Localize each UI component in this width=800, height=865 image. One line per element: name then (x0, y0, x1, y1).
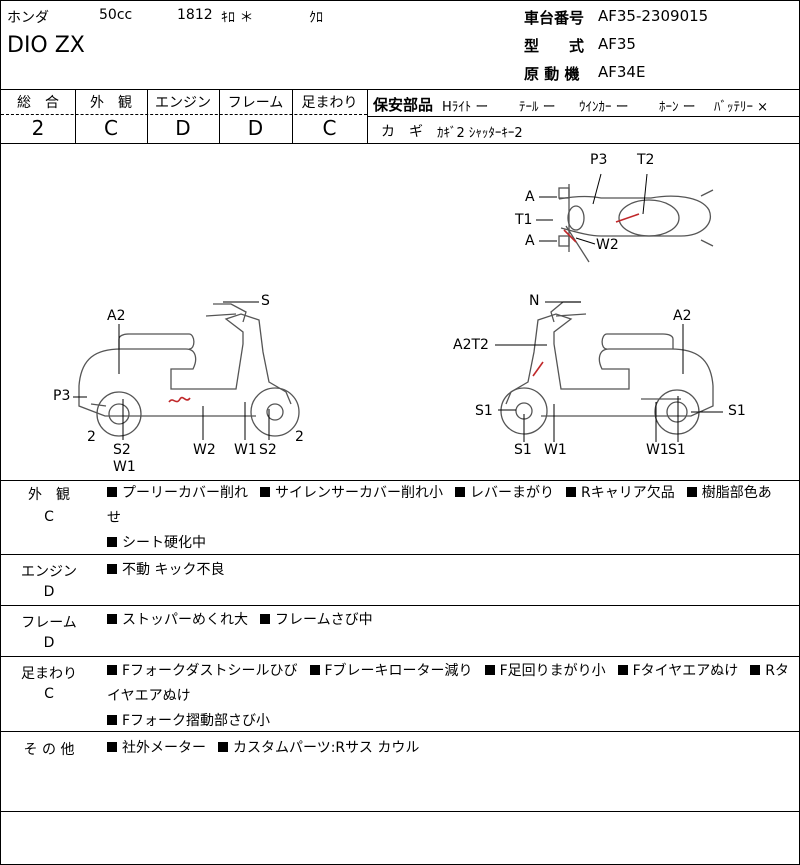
label-right-a2t2: A2T2 (453, 337, 489, 353)
safety-parts-label: 保安部品 (373, 96, 434, 114)
label-left-s: S (261, 293, 270, 309)
grade-value-suspension: C (322, 116, 337, 140)
label-left-a2: A2 (107, 308, 126, 324)
grade-value-engine: D (175, 116, 191, 140)
section-engine-items: 不動 キック不良 (107, 558, 797, 583)
label-left-2-right: 2 (295, 429, 304, 445)
top-view-scooter (558, 184, 714, 263)
frame-number-label: 車台番号 (524, 9, 585, 27)
grade-header-exterior: 外 観 (90, 95, 132, 111)
label-top-a-lower: A (525, 233, 535, 249)
label-top-t2: T2 (637, 152, 655, 168)
label-right-s1-left: S1 (475, 403, 493, 419)
label-left-w1-right: W1 (234, 442, 257, 458)
label-left-p3: P3 (53, 388, 71, 404)
frame-number-value: AF35-2309015 (598, 7, 709, 25)
list-item: Fブレーキローター減り (309, 663, 473, 679)
list-item: Fフォークダストシールひび (107, 663, 298, 679)
list-item: Rキャリア欠品 (566, 485, 675, 501)
label-left-2: 2 (87, 429, 96, 445)
color: ｸﾛ (309, 10, 323, 26)
label-right-w1-right: W1 (646, 442, 669, 458)
section-other-label: そ の 他 (23, 742, 75, 758)
section-frame-grade: D (43, 635, 55, 651)
damage-diagram (73, 173, 723, 442)
label-left-s2-right: S2 (259, 442, 277, 458)
label-right-w1-left: W1 (544, 442, 567, 458)
list-item: Rタイヤエアぬけ (107, 663, 789, 704)
grade-header-frame: フレーム (227, 95, 284, 111)
engine-model-value: AF34E (598, 63, 646, 81)
section-exterior-grade: C (44, 509, 54, 525)
list-item: Fタイヤエアぬけ (617, 663, 738, 679)
list-item: フレームさび中 (260, 612, 373, 628)
list-item: F足回りまがり小 (484, 663, 606, 679)
list-item: 樹脂部色あせ (107, 485, 772, 526)
section-suspension-items: Fフォークダストシールひび Fブレーキローター減り F足回りまがり小 Fタイヤエアぬけ… (107, 659, 797, 734)
label-left-s2: S2 (113, 442, 131, 458)
label-top-a-upper: A (525, 189, 535, 205)
key-value: ｶｷﾞ2 ｼｬｯﾀｰｷｰ2 (437, 126, 523, 141)
label-top-p3: P3 (590, 152, 608, 168)
displacement: 50cc (99, 7, 133, 23)
grade-header-overall: 総 合 (17, 95, 59, 111)
grade-value-overall: 2 (31, 116, 45, 140)
grade-value-exterior: C (104, 116, 118, 140)
model-name: DIO ZX (7, 33, 85, 58)
section-other-items: 社外メーターカスタムパーツ:Rサス カウル (107, 736, 797, 761)
section-suspension-grade: C (44, 686, 54, 702)
list-item: プーリーカバー削れ (107, 485, 248, 501)
maker: ホンダ (7, 10, 49, 26)
label-right-s1-bottom-right: S1 (668, 442, 686, 458)
list-item: 不動 キック不良 (107, 562, 224, 578)
section-frame-label: フレーム (21, 615, 77, 631)
label-right-n: N (529, 293, 540, 309)
model-type-value: AF35 (598, 35, 636, 53)
grade-header-suspension: 足まわり (301, 95, 358, 111)
list-item: ストッパーめくれ大 (107, 612, 248, 628)
part-battery: ﾊﾞｯﾃﾘｰ × (714, 100, 769, 115)
label-left-w1: W1 (113, 459, 136, 475)
label-left-w2: W2 (193, 442, 216, 458)
label-top-w2: W2 (596, 237, 619, 253)
grade-value-frame: D (247, 116, 264, 140)
section-suspension-label: 足まわり (21, 666, 77, 682)
list-item: Fフォーク摺動部さび小 (107, 713, 270, 729)
section-exterior-items: プーリーカバー削れサイレンサーカバー削れ小レバーまがり Rキャリア欠品樹脂部色あせ… (107, 481, 797, 556)
section-exterior-label: 外 観 (28, 487, 70, 503)
section-engine-label: エンジン (21, 564, 77, 580)
left-view-scooter (78, 303, 300, 437)
list-item: サイレンサーカバー削れ小 (260, 485, 443, 501)
part-horn: ﾎｰﾝ ー (659, 100, 696, 115)
section-engine-grade: D (43, 584, 55, 600)
key-label: カ ギ (381, 124, 423, 140)
color-code: ｷﾛ ＊ (221, 10, 254, 26)
grade-header-engine: エンジン (155, 95, 211, 111)
label-top-t1: T1 (515, 212, 533, 228)
part-taillight: ﾃｰﾙ ー (519, 100, 556, 115)
section-frame-items: ストッパーめくれ大フレームさび中 (107, 608, 797, 633)
model-type-label: 型 式 (524, 37, 585, 55)
part-headlight: Hﾗｲﾄ ー (442, 100, 489, 115)
list-item: カスタムパーツ:Rサス カウル (218, 740, 419, 756)
label-right-s1-bottom-left: S1 (514, 442, 532, 458)
part-winker: ｳｲﾝｶｰ ー (579, 100, 629, 115)
label-right-a2: A2 (673, 308, 692, 324)
lot-number: 1812 (177, 7, 213, 23)
engine-model-label: 原 動 機 (524, 65, 580, 83)
list-item: シート硬化中 (107, 535, 206, 551)
label-right-s1-right: S1 (728, 403, 746, 419)
list-item: レバーまがり (455, 485, 554, 501)
list-item: 社外メーター (107, 740, 206, 756)
